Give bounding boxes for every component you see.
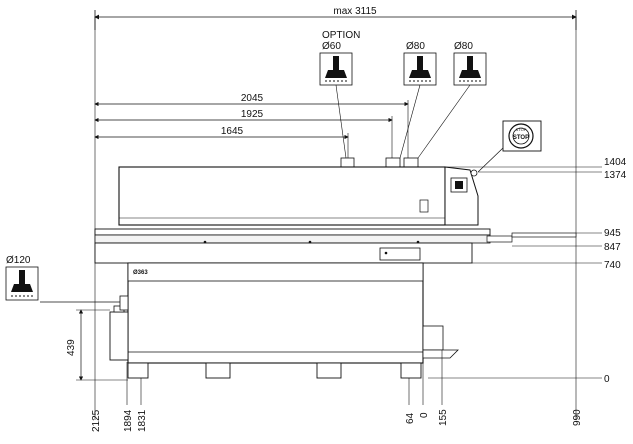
extraction-icon-port-2	[403, 52, 437, 86]
port-2-diameter-label: Ø80	[406, 41, 425, 52]
height-dimension-left: 439	[66, 309, 128, 381]
option-label: OPTION	[322, 30, 360, 41]
dim-64: 64	[405, 412, 416, 424]
dim-1645: 1645	[221, 126, 244, 137]
extraction-icon-side: Ø120	[5, 255, 39, 301]
dim-155: 155	[438, 409, 449, 426]
bottom-dimensions: 2125 1894 1831 64 0 155 990	[91, 350, 583, 432]
dim-847: 847	[604, 242, 621, 253]
dim-0-right: 0	[604, 374, 610, 385]
dim-1831: 1831	[137, 409, 148, 432]
dim-1374: 1374	[604, 170, 627, 181]
stop-top-text: STOP	[516, 127, 527, 132]
dim-439: 439	[66, 339, 77, 356]
overall-width-label: max 3115	[333, 6, 377, 17]
machine-body: Ø363	[40, 157, 577, 379]
port-3-diameter-label: Ø80	[454, 41, 473, 52]
dim-0-bottom: 0	[419, 412, 430, 418]
overall-width-dimension: max 3115	[94, 6, 577, 30]
stop-center-text: STOP	[513, 135, 529, 141]
extraction-icons: OPTION Ø60 Ø80 Ø80	[319, 30, 487, 159]
dim-945: 945	[604, 228, 621, 239]
dim-1404: 1404	[604, 157, 627, 168]
emergency-stop-icon: STOP STOP	[477, 120, 542, 173]
machine-model-label: Ø363	[133, 270, 148, 276]
dim-740: 740	[604, 260, 621, 271]
extraction-icon-option	[319, 52, 353, 86]
dim-990: 990	[572, 409, 583, 426]
dim-1894: 1894	[123, 409, 134, 432]
dim-2045: 2045	[241, 93, 264, 104]
extraction-icon-port-3	[453, 52, 487, 86]
option-diameter-label: Ø60	[322, 41, 341, 52]
side-port-diameter-label: Ø120	[6, 255, 31, 266]
dim-1925: 1925	[241, 109, 264, 120]
horizontal-dimensions: 2045 1925 1645	[94, 93, 409, 160]
height-dimensions-right: 1404 1374 945 847 740 0	[428, 157, 627, 385]
dim-2125: 2125	[91, 409, 102, 432]
